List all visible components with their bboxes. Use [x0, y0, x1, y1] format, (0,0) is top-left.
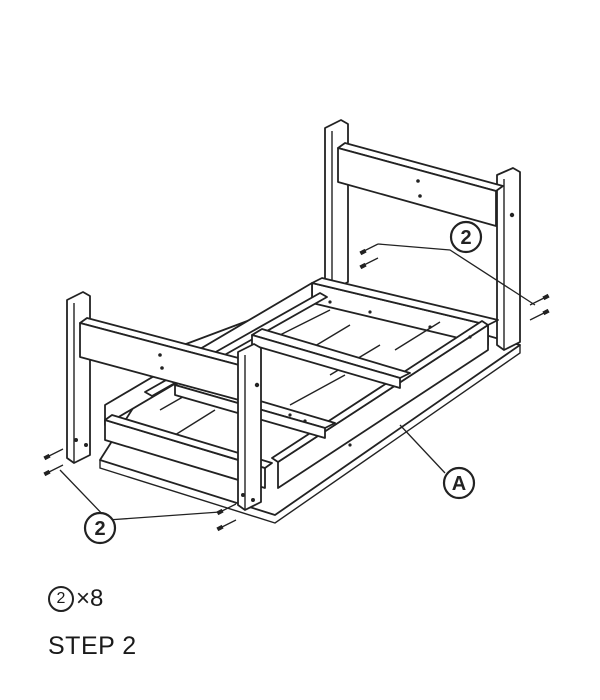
- screw-quantity-symbol: 2: [48, 586, 74, 612]
- step-label: STEP 2: [48, 632, 137, 660]
- back-stretcher-rail: [337, 142, 504, 227]
- callout-screw-top: 2: [449, 220, 483, 254]
- callout-screw-bottom-label: 2: [94, 518, 105, 540]
- callout-part-a-label: A: [452, 473, 466, 495]
- callout-screw-bottom: 2: [83, 511, 117, 545]
- screws-front: [43, 448, 237, 532]
- screw-quantity-multiplier: ×8: [76, 585, 104, 612]
- back-right-leg: [496, 167, 521, 351]
- callout-screw-top-label: 2: [460, 227, 471, 249]
- inner-frame: [104, 277, 499, 489]
- screw-quantity: 2 ×8: [48, 585, 103, 613]
- callout-part-a: A: [442, 466, 476, 500]
- front-right-leg: [237, 343, 262, 511]
- assembly-diagram: 2 2 A: [43, 119, 550, 545]
